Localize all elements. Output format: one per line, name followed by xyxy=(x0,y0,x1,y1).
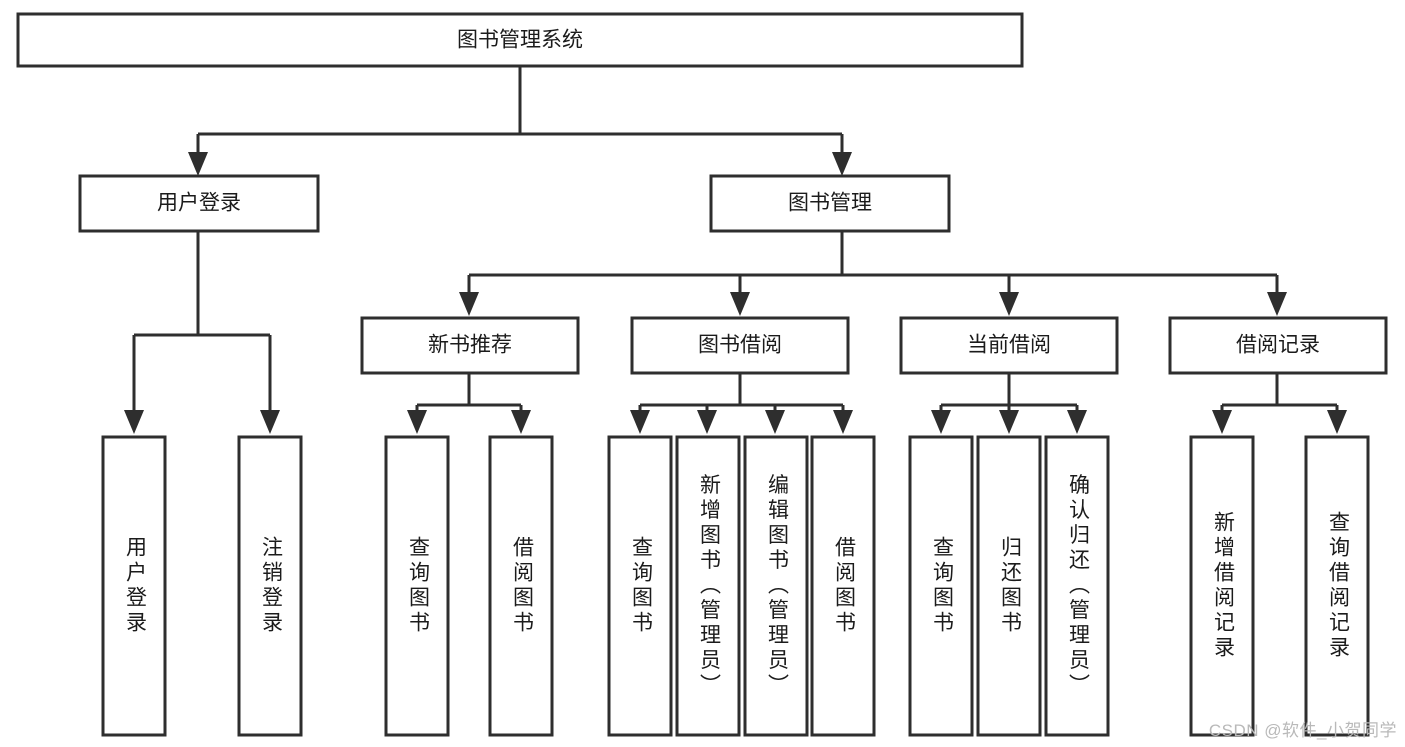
leaf-current-borrow-1[interactable]: 查询图书 xyxy=(908,435,974,737)
leaf-book-borrow-3[interactable]: 编辑图书（管理员） xyxy=(743,435,809,737)
leaf-current-borrow-3[interactable]: 确认归还（管理员） xyxy=(1044,435,1110,737)
leaf-current-borrow-2-label: 归还图书 xyxy=(998,536,1022,636)
arrow-head-bookmgmt xyxy=(832,152,852,176)
leaf-new-book-2-box[interactable] xyxy=(488,435,554,737)
arrow-head-currentborrow xyxy=(999,292,1019,316)
leaf-user-login-1-box[interactable] xyxy=(101,435,167,737)
leaf-user-login-1-label: 用户登录 xyxy=(123,536,147,636)
leaf-book-borrow-1[interactable]: 查询图书 xyxy=(607,435,673,737)
leaf-borrow-record-1[interactable]: 新增借阅记录 xyxy=(1189,435,1255,737)
leaf-new-book-1-box[interactable] xyxy=(384,435,450,737)
leaf-book-borrow-4[interactable]: 借阅图书 xyxy=(810,435,876,737)
node-user-login-label: 用户登录 xyxy=(157,192,241,215)
arrow-head-userlogin xyxy=(188,152,208,176)
arrow-head-newbook xyxy=(459,292,479,316)
arrow-head-borrowrecord xyxy=(1267,292,1287,316)
arrow-head-newbook-l1 xyxy=(407,410,427,434)
leaf-book-borrow-2-box[interactable] xyxy=(675,435,741,737)
leaf-user-login-2-box[interactable] xyxy=(237,435,303,737)
connector-group-currentborrow xyxy=(931,373,1087,434)
leaf-borrow-record-1-label: 新增借阅记录 xyxy=(1211,511,1235,661)
leaf-borrow-record-1-box[interactable] xyxy=(1189,435,1255,737)
node-book-management[interactable]: 图书管理 xyxy=(709,174,951,233)
connector-group-userlogin xyxy=(124,231,280,434)
leaf-borrow-record-2-label: 查询借阅记录 xyxy=(1326,511,1350,661)
leaf-book-borrow-1-label: 查询图书 xyxy=(629,536,653,636)
node-current-borrow-box[interactable] xyxy=(899,316,1119,375)
leaf-current-borrow-3-label: 确认归还（管理员） xyxy=(1066,474,1090,699)
node-book-management-label: 图书管理 xyxy=(788,192,872,215)
leaf-user-login-1[interactable]: 用户登录 xyxy=(101,435,167,737)
arrow-head-borrowrecord-l2 xyxy=(1327,410,1347,434)
node-book-borrow[interactable]: 图书借阅 xyxy=(630,316,850,375)
leaf-new-book-2[interactable]: 借阅图书 xyxy=(488,435,554,737)
leaf-new-book-2-label: 借阅图书 xyxy=(510,536,534,636)
arrow-head-bookborrow-l2 xyxy=(697,410,717,434)
leaf-current-borrow-2-box[interactable] xyxy=(976,435,1042,737)
connector-group-newbook xyxy=(407,373,531,434)
node-current-borrow-label: 当前借阅 xyxy=(967,334,1051,357)
leaf-new-book-1-label: 查询图书 xyxy=(406,536,430,636)
arrow-head-bookborrow-l1 xyxy=(630,410,650,434)
arrow-head-bookborrow-l3 xyxy=(765,410,785,434)
arrow-head-currentborrow-l3 xyxy=(1067,410,1087,434)
node-user-login[interactable]: 用户登录 xyxy=(78,174,320,233)
arrow-head-bookborrow-l4 xyxy=(833,410,853,434)
leaf-book-borrow-2-label: 新增图书（管理员） xyxy=(697,474,721,699)
connector-group-bookborrow xyxy=(630,373,853,434)
arrow-head-borrowrecord-l1 xyxy=(1212,410,1232,434)
leaf-book-borrow-4-label: 借阅图书 xyxy=(832,536,856,636)
arrow-head-currentborrow-l1 xyxy=(931,410,951,434)
node-new-book-recommend-label: 新书推荐 xyxy=(428,334,512,357)
leaf-new-book-1[interactable]: 查询图书 xyxy=(384,435,450,737)
connector-group-bookmgmt xyxy=(459,231,1287,316)
node-book-borrow-label: 图书借阅 xyxy=(698,334,782,357)
leaf-current-borrow-2[interactable]: 归还图书 xyxy=(976,435,1042,737)
leaf-user-login-2[interactable]: 注销登录 xyxy=(237,435,303,737)
leaf-user-login-2-label: 注销登录 xyxy=(259,536,283,636)
node-borrow-record[interactable]: 借阅记录 xyxy=(1168,316,1388,375)
node-new-book-recommend[interactable]: 新书推荐 xyxy=(360,316,580,375)
node-borrow-record-label: 借阅记录 xyxy=(1236,334,1320,357)
leaf-current-borrow-3-box[interactable] xyxy=(1044,435,1110,737)
leaf-current-borrow-1-label: 查询图书 xyxy=(930,536,954,636)
connector-group-borrowrecord xyxy=(1212,373,1347,434)
arrow-head-bookborrow xyxy=(730,292,750,316)
leaf-current-borrow-1-box[interactable] xyxy=(908,435,974,737)
node-book-borrow-box[interactable] xyxy=(630,316,850,375)
node-new-book-recommend-box[interactable] xyxy=(360,316,580,375)
arrow-head-currentborrow-l2 xyxy=(999,410,1019,434)
arrow-head-userlogin-leaf1 xyxy=(124,410,144,434)
leaf-book-borrow-3-box[interactable] xyxy=(743,435,809,737)
node-current-borrow[interactable]: 当前借阅 xyxy=(899,316,1119,375)
leaf-book-borrow-1-box[interactable] xyxy=(607,435,673,737)
leaf-book-borrow-2[interactable]: 新增图书（管理员） xyxy=(675,435,741,737)
node-root-box[interactable] xyxy=(16,12,1024,68)
leaf-book-borrow-3-label: 编辑图书（管理员） xyxy=(765,474,789,699)
leaf-book-borrow-4-box[interactable] xyxy=(810,435,876,737)
csdn-watermark: CSDN @软件_小贺同学 xyxy=(1208,721,1397,740)
node-borrow-record-box[interactable] xyxy=(1168,316,1388,375)
leaf-borrow-record-2[interactable]: 查询借阅记录 xyxy=(1304,435,1370,737)
node-book-management-box[interactable] xyxy=(709,174,951,233)
node-user-login-box[interactable] xyxy=(78,174,320,233)
node-root-label: 图书管理系统 xyxy=(457,29,583,52)
arrow-head-newbook-l2 xyxy=(511,410,531,434)
leaf-borrow-record-2-box[interactable] xyxy=(1304,435,1370,737)
node-root[interactable]: 图书管理系统 xyxy=(16,12,1024,68)
connector-group-root xyxy=(188,66,852,176)
arrow-head-userlogin-leaf2 xyxy=(260,410,280,434)
